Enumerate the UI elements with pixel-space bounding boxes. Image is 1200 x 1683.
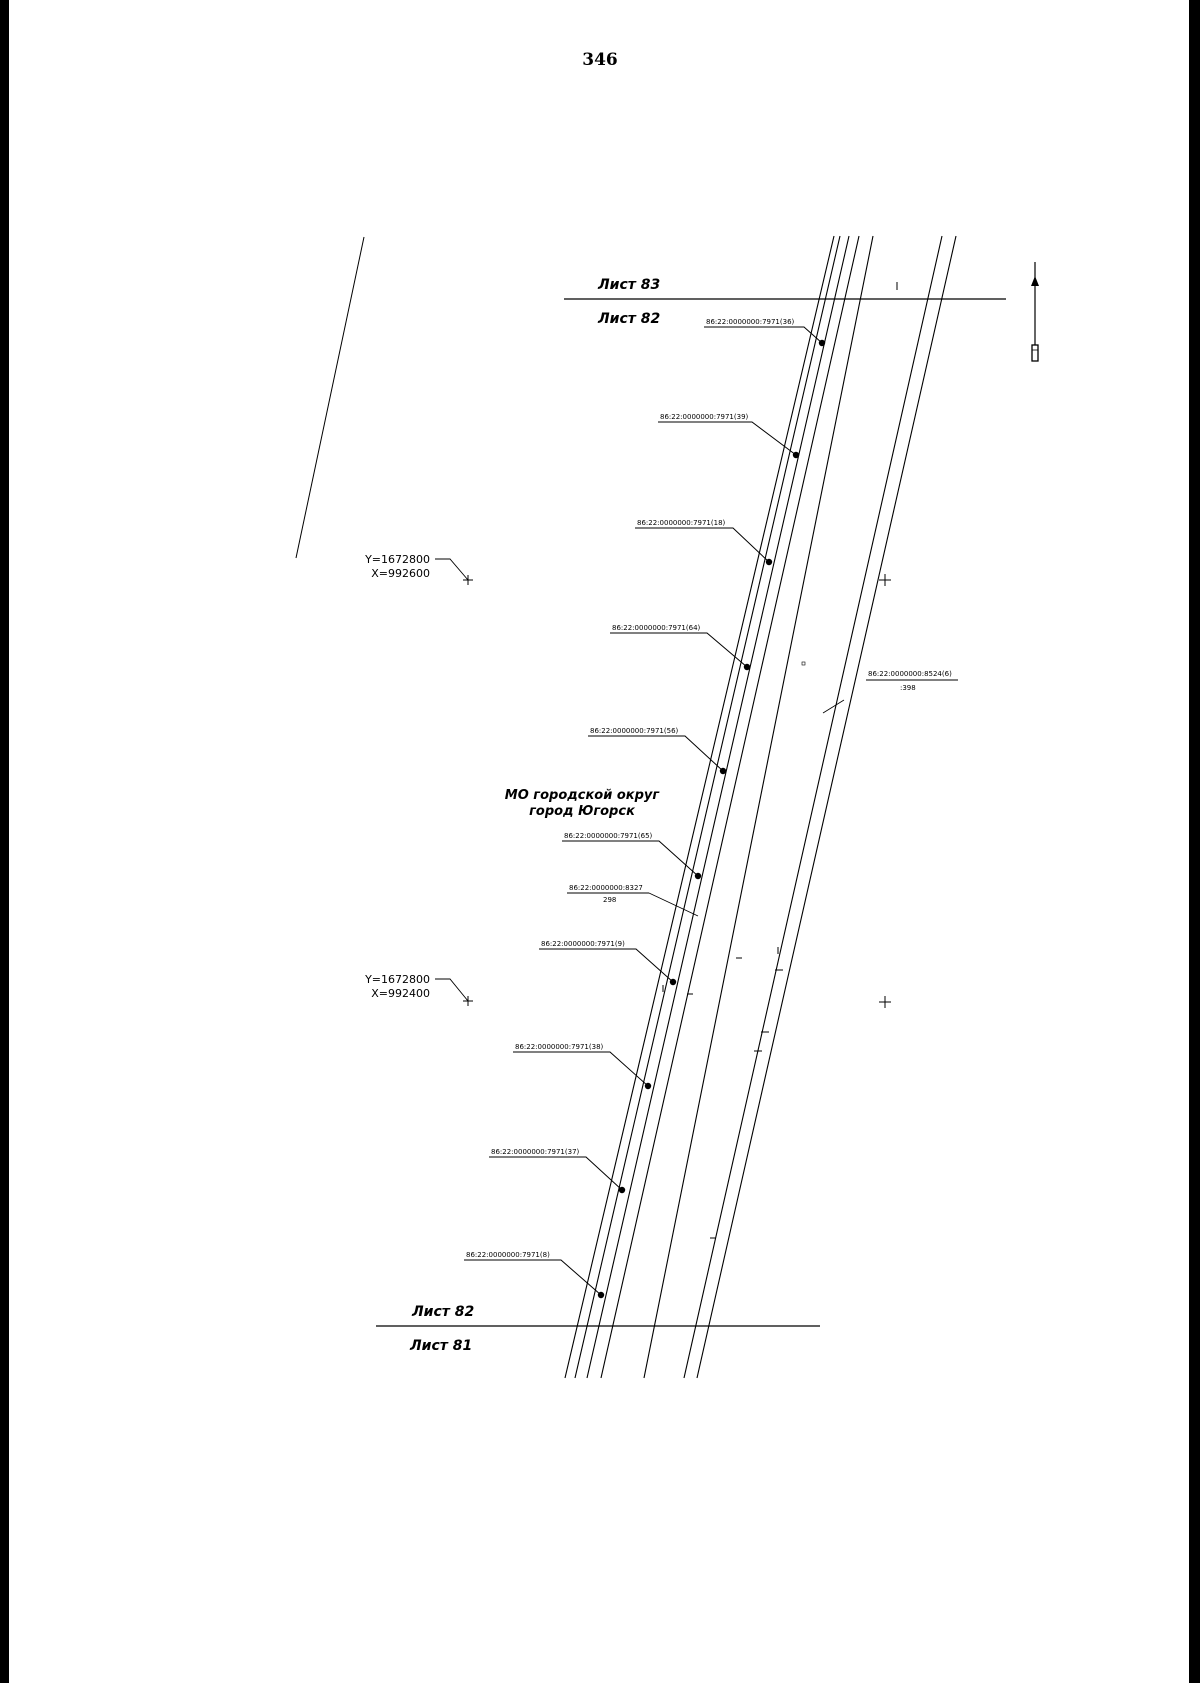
corridor-line	[564, 235, 835, 1379]
grid-cross	[879, 574, 891, 586]
parcel-leader	[513, 1051, 649, 1087]
parcel-marker	[765, 558, 773, 566]
corridor-line	[600, 235, 860, 1379]
zone-leader	[822, 699, 845, 714]
parcel-callout: 86:22:0000000:7971(37)	[489, 1148, 626, 1194]
parcel-label: 86:22:0000000:7971(56)	[590, 727, 679, 735]
parcel-leader	[704, 326, 823, 344]
zone-sub-label: :398	[900, 684, 916, 692]
parcel-marker	[597, 1291, 605, 1299]
sheet-label-bottom-upper: Лист 82	[411, 1304, 474, 1320]
coordinate-leaders	[435, 558, 469, 1002]
parcel-leader	[610, 632, 748, 668]
north-arrow-icon	[1031, 262, 1039, 362]
corridor-line	[586, 235, 850, 1379]
municipality-label: город Югорск	[529, 804, 636, 819]
corridor-line	[683, 235, 943, 1379]
parcel-marker	[743, 663, 751, 671]
parcel-callout: 86:22:0000000:7971(65)	[562, 832, 702, 880]
parcel-leader	[464, 1259, 602, 1296]
parcel-callout: 86:22:0000000:7971(36)	[704, 318, 826, 347]
coordinate-x-label: X=992400	[371, 987, 430, 1000]
parcel-callout: 86:22:0000000:7971(64)	[610, 624, 751, 671]
boundary-line-left	[295, 236, 365, 559]
parcel-label: 86:22:0000000:7971(37)	[491, 1148, 580, 1156]
sheet-label-bottom-lower: Лист 81	[409, 1338, 472, 1354]
parcel-label: 86:22:0000000:7971(64)	[612, 624, 701, 632]
parcel-leader	[539, 948, 674, 983]
coordinate-leader	[435, 558, 469, 581]
sheet-label-top-upper: Лист 83	[597, 277, 660, 293]
parcel-marker	[669, 978, 677, 986]
page-number: 346	[582, 50, 618, 70]
parcel-callout: 86:22:0000000:7971(9)	[539, 940, 677, 986]
parcel-label: 86:22:0000000:7971(65)	[564, 832, 653, 840]
parcel-leader	[562, 840, 699, 877]
parcel-label: 86:22:0000000:7971(36)	[706, 318, 795, 326]
parcel-callout: 86:22:0000000:7971(38)	[513, 1043, 652, 1090]
parcel-marker	[694, 872, 702, 880]
parcel-label: 86:22:0000000:7971(9)	[541, 940, 625, 948]
scan-edge-left	[0, 0, 9, 1683]
grid-crosses	[463, 282, 898, 1239]
parcel-marker	[644, 1082, 652, 1090]
survey-mark	[801, 661, 806, 666]
corridor-line	[696, 235, 957, 1379]
zone-number-label: 86:22:0000000:8524(6)	[868, 670, 952, 678]
parcel-leader	[489, 1156, 623, 1191]
sheet-label-top-lower: Лист 82	[597, 311, 660, 327]
parcel-leader	[658, 421, 797, 456]
coordinate-x-label: X=992600	[371, 567, 430, 580]
coordinate-leader	[435, 978, 469, 1002]
parcel-leader	[635, 527, 770, 563]
scan-edge-right	[1189, 0, 1200, 1683]
parcel-callout: 86:22:0000000:7971(56)	[588, 727, 727, 775]
parcel-leader	[588, 735, 724, 772]
parcel-callout: 86:22:0000000:7971(18)	[635, 519, 773, 566]
parcel-label: 86:22:0000000:7971(39)	[660, 413, 749, 421]
zone-number-label: 86:22:0000000:8327	[569, 884, 643, 892]
zone-sub-label: 298	[603, 896, 616, 904]
parcel-marker	[719, 767, 727, 775]
parcel-label: 86:22:0000000:7971(18)	[637, 519, 726, 527]
municipality-label: МО городской округ	[505, 788, 661, 803]
parcel-label: 86:22:0000000:7971(8)	[466, 1251, 550, 1259]
parcel-marker	[792, 451, 800, 459]
parcel-marker	[818, 339, 826, 347]
parcel-callout: 86:22:0000000:7971(39)	[658, 413, 800, 459]
parcel-marker	[618, 1186, 626, 1194]
corridor-line	[643, 235, 874, 1379]
grid-cross	[879, 996, 891, 1008]
coordinate-y-label: Y=1672800	[364, 553, 430, 566]
zone-leader	[648, 892, 699, 917]
parcel-callout: 86:22:0000000:7971(8)	[464, 1251, 605, 1299]
coordinate-y-label: Y=1672800	[364, 973, 430, 986]
parcel-label: 86:22:0000000:7971(38)	[515, 1043, 604, 1051]
